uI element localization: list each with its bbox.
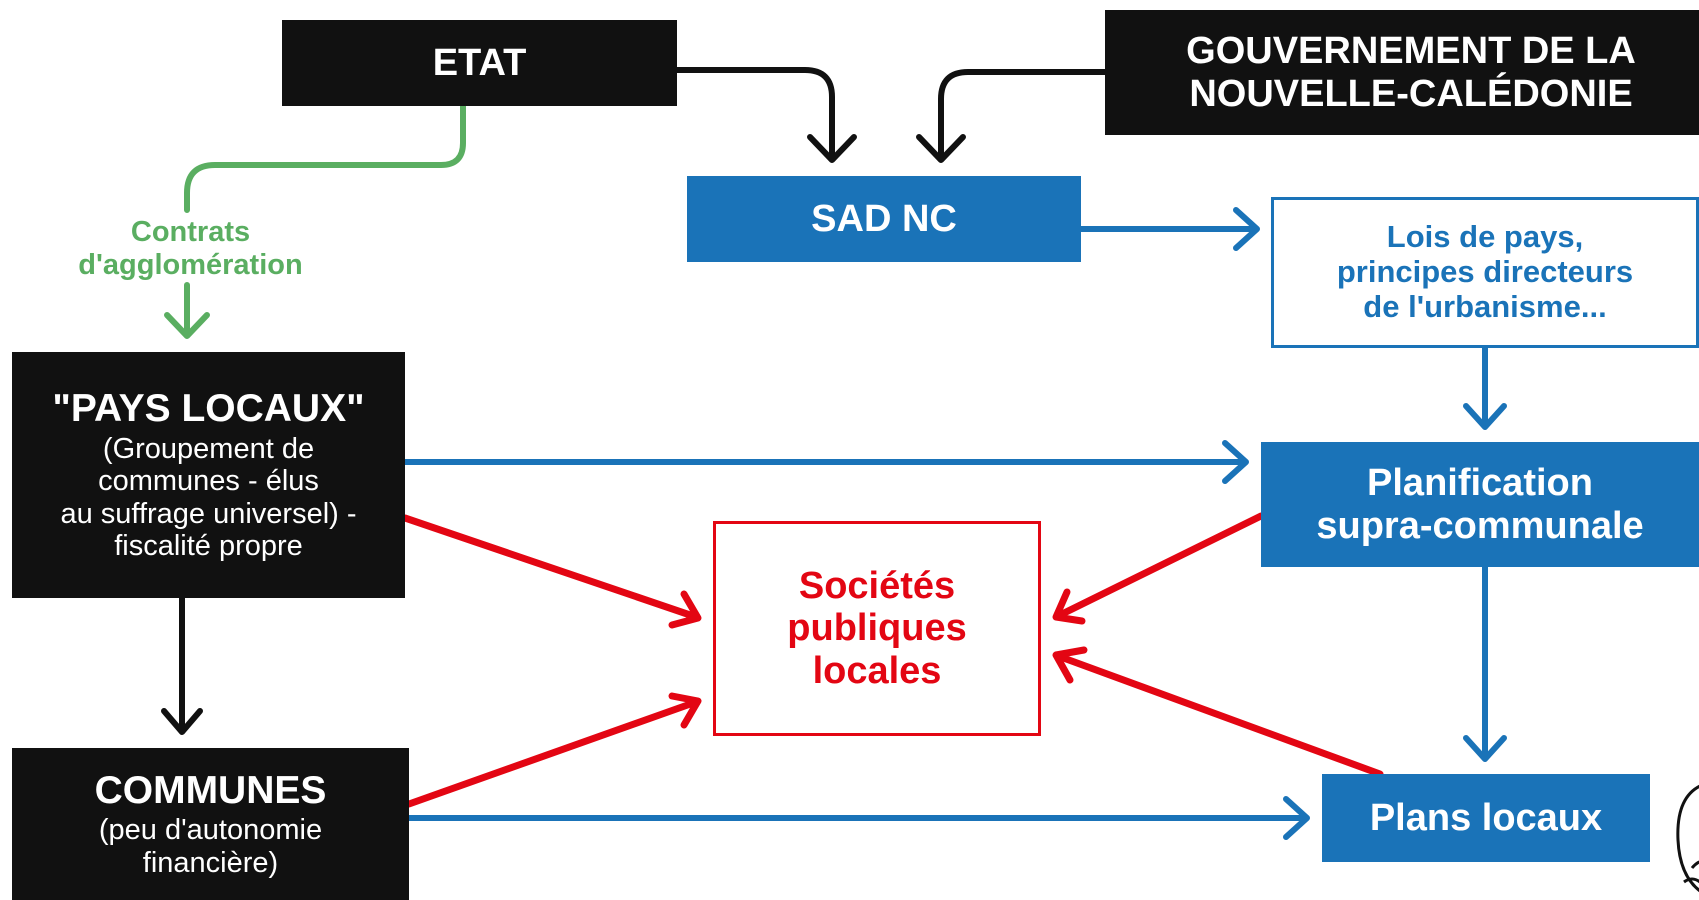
node-etat-label: ETAT xyxy=(432,41,527,84)
edge-communes-to-spl xyxy=(405,698,700,808)
node-spl-line1: Sociétés xyxy=(798,564,956,607)
arrowhead-contrats-to-pays xyxy=(164,312,210,339)
edge-label-contrats-line2: d'agglomération xyxy=(78,249,303,282)
node-sad-nc: SAD NC xyxy=(687,176,1081,262)
arrowhead-communes-to-plans xyxy=(1283,796,1310,840)
node-planification-line1: Planification xyxy=(1367,461,1593,504)
node-lois-line3: de l'urbanisme... xyxy=(1363,288,1607,324)
arrowhead-plan-to-spl xyxy=(1052,588,1086,625)
node-lois-de-pays: Lois de pays, principes directeurs de l'… xyxy=(1271,197,1699,348)
arrowhead-pays-to-communes xyxy=(161,708,203,735)
node-plans-locaux-label: Plans locaux xyxy=(1369,796,1603,839)
edge-etat-to-sad xyxy=(674,67,835,161)
node-etat: ETAT xyxy=(282,20,677,106)
cartoon-face-icon xyxy=(1676,784,1699,893)
node-pays-line3: au suffrage universel) - xyxy=(60,497,357,530)
node-spl-line3: locales xyxy=(812,649,942,692)
arrowhead-pays-to-plan xyxy=(1222,440,1249,484)
node-gouvernement: GOUVERNEMENT DE LA NOUVELLE-CALÉDONIE xyxy=(1105,10,1699,135)
edge-plan-to-spl xyxy=(1054,512,1265,620)
node-communes: COMMUNES (peu d'autonomie financière) xyxy=(12,748,409,900)
node-sad-nc-label: SAD NC xyxy=(811,197,957,240)
edge-label-contrats: Contrats d'agglomération xyxy=(48,216,333,283)
arrowhead-sad-to-lois xyxy=(1233,207,1260,251)
node-pays-line4: fiscalité propre xyxy=(114,530,303,563)
node-lois-line1: Lois de pays, xyxy=(1386,219,1584,255)
node-communes-line2: financière) xyxy=(142,846,279,879)
edge-label-contrats-line1: Contrats xyxy=(130,216,251,248)
node-pays-line1: (Groupement de xyxy=(102,432,315,465)
arrowhead-plans-to-spl xyxy=(1052,646,1088,684)
arrowhead-pays-to-spl xyxy=(668,590,702,629)
node-pays-locaux: "PAYS LOCAUX" (Groupement de communes - … xyxy=(12,352,405,598)
arrowhead-lois-to-plan xyxy=(1463,403,1507,430)
node-lois-line2: principes directeurs xyxy=(1336,254,1634,290)
node-gouvernement-line2: NOUVELLE-CALÉDONIE xyxy=(1189,72,1633,115)
node-planification-line2: supra-communale xyxy=(1316,504,1644,547)
node-pays-line2: communes - élus xyxy=(98,465,319,498)
arrowhead-gouv-to-sad xyxy=(916,134,966,163)
node-communes-title: COMMUNES xyxy=(94,768,327,812)
edge-pays-to-spl xyxy=(401,514,700,621)
edge-gouv-to-sad xyxy=(938,69,1108,161)
arrowhead-communes-to-spl xyxy=(668,692,702,729)
node-societes-publiques-locales: Sociétés publiques locales xyxy=(713,521,1041,736)
arrowhead-etat-to-sad xyxy=(807,134,857,163)
node-gouvernement-line1: GOUVERNEMENT DE LA xyxy=(1186,29,1636,72)
edge-plans-to-spl xyxy=(1054,652,1384,778)
node-pays-title: "PAYS LOCAUX" xyxy=(52,387,365,431)
edge-etat-to-pays xyxy=(184,103,466,213)
arrowhead-plan-to-plans xyxy=(1463,735,1507,762)
node-communes-line1: (peu d'autonomie xyxy=(98,814,323,847)
node-planification: Planification supra-communale xyxy=(1261,442,1699,567)
node-plans-locaux: Plans locaux xyxy=(1322,774,1650,862)
node-spl-line2: publiques xyxy=(787,607,967,650)
